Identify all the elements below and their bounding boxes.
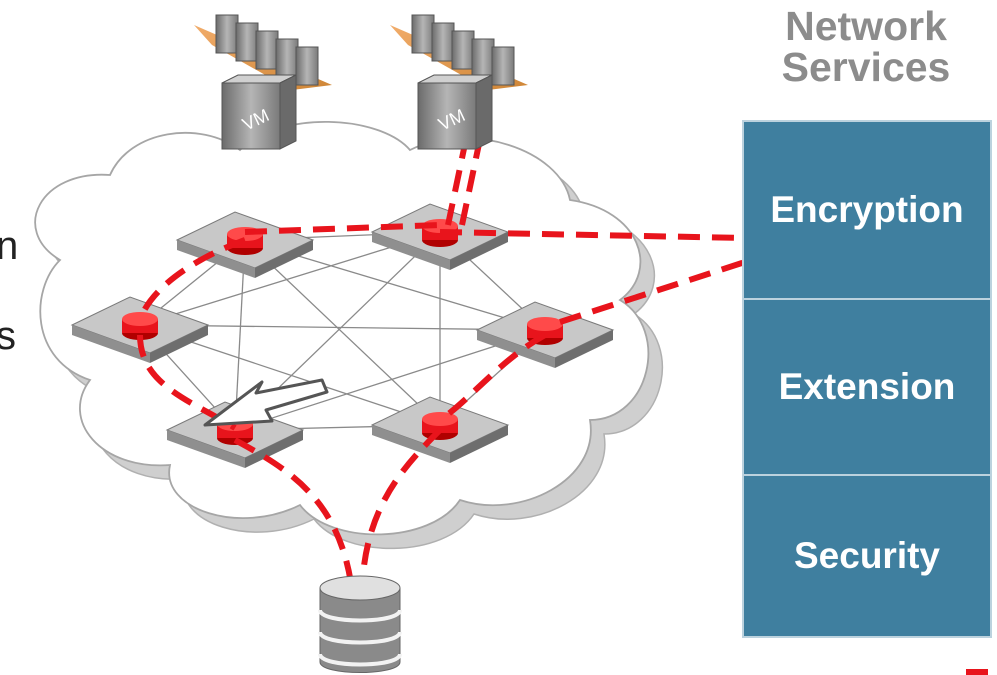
network-services-title: Network Services [742, 6, 990, 88]
switch-bottom-left [165, 401, 305, 468]
switch-right [475, 301, 615, 368]
service-encryption: Encryption [744, 122, 990, 298]
service-label: Security [793, 535, 940, 576]
service-label: Encryption [770, 189, 964, 230]
service-security: Security [744, 474, 990, 636]
switch-left [70, 296, 210, 363]
network-services-title-line2: Services [781, 44, 951, 90]
database-icon [318, 575, 402, 673]
network-services-title-line1: Network [785, 3, 947, 49]
arrow-pointer-icon [203, 378, 329, 427]
network-services-panel: Encryption Extension Security [742, 120, 992, 638]
left-text-fragment-1: n [0, 224, 19, 268]
vm-cluster-right: VM [390, 14, 528, 150]
left-text-fragment-2: s [0, 314, 16, 358]
service-extension: Extension [744, 298, 990, 474]
switch-bottom-right [370, 396, 510, 463]
service-label: Extension [778, 366, 956, 407]
vm-cluster-left: VM [194, 14, 332, 150]
